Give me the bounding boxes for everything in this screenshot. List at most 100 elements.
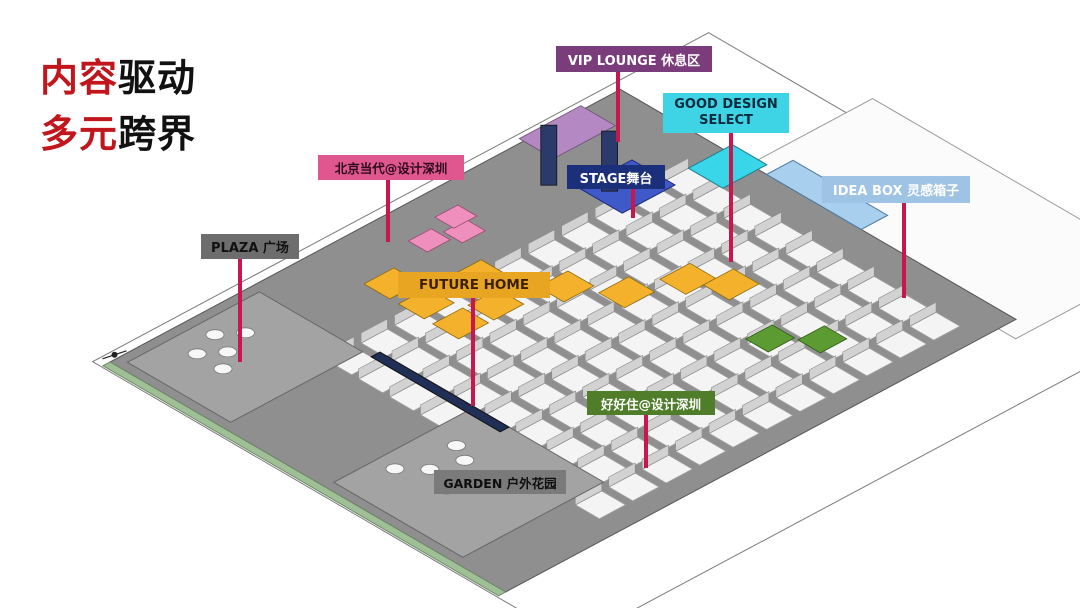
booth-wall [775,373,803,399]
headline-line-1-rest: 驱动 [118,56,197,100]
booth-wall [844,301,872,327]
zone-label-idea-box-text: IDEA BOX 灵感箱子 [832,184,960,199]
zone-label-idea-box[interactable]: IDEA BOX 灵感箱子 [822,176,970,203]
future-home-booth [702,268,760,301]
umbrella-table [385,463,405,475]
booth-wall [522,300,550,326]
booth-wall [489,318,517,344]
headline-line-2: 多元跨界 [40,112,196,156]
plaza-area [126,291,364,423]
booth-wall [875,319,903,345]
plaza-pole [238,258,242,362]
booth-wall [656,229,684,255]
booth-wall [494,246,522,273]
zone-label-beijing-dangdai[interactable]: 北京当代@设计深圳 [318,155,464,180]
booth-wall [391,336,419,362]
haohaozhu-pole [644,414,648,468]
zone-label-garden[interactable]: GARDEN 户外花园 [434,470,566,494]
booth-wall [749,283,777,309]
zone-label-plaza[interactable]: PLAZA 广场 [201,234,299,259]
booth-wall [752,247,780,273]
booth-wall [484,390,512,416]
booth-wall [520,336,548,362]
zone-label-vip-lounge-text: VIP LOUNGE 休息区 [567,53,701,69]
booth-wall [909,301,937,327]
umbrella-table [455,454,475,466]
booth-wall [623,247,651,273]
zone-label-stage-text: STAGE舞台 [579,171,653,187]
booth-wall [487,354,515,380]
booth-wall [682,319,710,345]
good-design-area [687,144,768,189]
booth-wall [690,211,718,237]
booth-wall [780,301,808,327]
booth-wall [785,229,813,255]
booth-wall [625,211,653,237]
zone-label-beijing-dangdai-text: 北京当代@设计深圳 [334,161,448,176]
booth-wall [592,229,620,255]
booth-wall [721,229,749,255]
umbrella-table [218,346,238,358]
green-strip [101,361,507,597]
stage-pole [631,188,635,218]
booth-wall [548,390,576,416]
booth-wall [551,354,579,380]
zone-label-good-design-line1: GOOD DESIGN [674,97,778,112]
booth-wall [641,444,669,470]
booth-wall [518,372,546,398]
booth-wall [584,336,612,362]
tower-column [540,124,558,186]
beijing-booth [434,204,478,229]
booth-wall [814,283,842,309]
booth-wall [713,337,741,363]
booth-wall [608,462,636,488]
booth-wall [842,337,870,363]
zone-label-garden-text: GARDEN 户外花园 [443,475,557,491]
booth-wall [527,229,555,255]
booth-wall [618,318,646,345]
zone-label-good-design-select[interactable]: GOOD DESIGN SELECT [663,93,789,133]
umbrella-table [187,348,207,360]
booth-wall [515,408,543,434]
booth-wall [711,372,739,399]
idea-box-pole [902,202,906,298]
booth-wall [744,355,772,381]
booth-wall [816,247,844,273]
booth-wall [847,265,875,291]
zone-label-haohaozhu-text: 好好住@设计深圳 [600,396,701,412]
umbrella-table [213,363,233,375]
booth-wall [783,265,811,291]
booth-wall [546,426,574,452]
booth-wall [716,301,744,327]
beijing-booth [407,228,452,253]
umbrella-table [446,440,466,452]
headline-line-2-rest: 跨界 [118,112,197,156]
booth-wall [558,247,586,273]
front-counter [370,351,511,433]
booth-wall [809,355,837,381]
headline-line-1-highlight: 内容 [40,56,119,100]
zone-label-future-home[interactable]: FUTURE HOME [398,272,550,298]
future-home-pole [471,298,475,406]
booth-wall [360,318,388,344]
booth-wall [680,354,708,381]
umbrella-table [205,329,225,341]
headline-line-1: 内容驱动 [40,56,196,100]
future-home-booth [537,270,595,303]
zone-label-future-home-text: FUTURE HOME [418,277,530,293]
booth-wall [422,354,450,380]
zone-label-vip-lounge[interactable]: VIP LOUNGE 休息区 [556,46,712,72]
booth-wall [651,301,679,327]
booth-wall [659,193,687,219]
zone-label-haohaozhu[interactable]: 好好住@设计深圳 [587,391,715,415]
booth-wall [754,211,782,237]
zone-label-plaza-text: PLAZA 广场 [211,241,289,256]
zone-label-good-design-line2: SELECT [699,113,753,128]
booth-wall [742,390,770,417]
compass-icon [111,351,118,358]
booth-wall [649,336,677,363]
future-home-booth [597,276,656,309]
zone-label-stage[interactable]: STAGE舞台 [567,165,665,189]
booth-wall [615,354,643,380]
booth-wall [610,426,638,452]
